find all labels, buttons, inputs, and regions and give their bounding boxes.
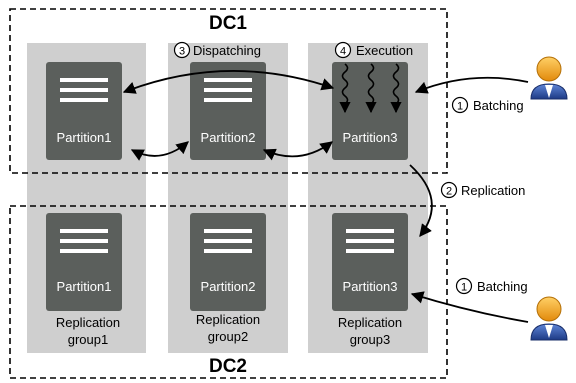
dispatch-arrow-p1-p2 [130,141,189,161]
execution-threads [339,63,402,114]
step-label: Batching [473,98,524,113]
dc1-partition-2: Partition2 [190,62,266,160]
step-number: 4 [340,46,346,58]
dc1-boundary [9,8,448,174]
dc2-partition-3: Partition3 [332,213,408,311]
group-2-caption-line1: Replication [196,312,260,327]
user-icon [530,296,568,341]
batching-arrow-bottom [410,291,529,323]
group-3-caption-line2: group3 [350,332,390,347]
partition-label: Partition3 [343,130,398,145]
step-label: Batching [477,279,528,294]
step-label: Execution [356,43,413,58]
partition-label: Partition3 [343,279,398,294]
step-batching-top: 1 Batching [451,96,524,114]
step-number: 1 [457,101,463,113]
step-number: 2 [446,186,452,198]
partition-label: Partition1 [57,279,112,294]
dispatch-arrow-p2-p3 [262,141,334,161]
dc1-label: DC1 [209,13,247,34]
step-execution: 4 Execution [334,41,413,59]
dc2-partition-1: Partition1 [46,213,122,311]
replication-arrow [409,164,433,237]
dc2-partition-2: Partition2 [190,213,266,311]
group-1-caption-line2: group1 [68,332,108,347]
batching-arrow-top [414,76,529,94]
step-number: 3 [179,46,185,58]
step-replication: 2 Replication [440,181,525,199]
step-label: Replication [461,183,525,198]
dc1-partition-1: Partition1 [46,62,122,160]
group-2-caption-line2: group2 [208,329,248,344]
user-icon [530,56,568,100]
dc2-boundary [9,205,448,379]
step-dispatching: 3 Dispatching [173,41,261,59]
partition-label: Partition2 [201,130,256,145]
step-number: 1 [461,282,467,294]
group-1-caption-line1: Replication [56,315,120,330]
dc2-label: DC2 [209,356,247,377]
group-3-caption-line1: Replication [338,315,402,330]
dispatch-arrow-p3-p1 [122,70,335,94]
partition-label: Partition1 [57,130,112,145]
step-label: Dispatching [193,43,261,58]
partition-label: Partition2 [201,279,256,294]
step-batching-bottom: 1 Batching [455,277,528,295]
